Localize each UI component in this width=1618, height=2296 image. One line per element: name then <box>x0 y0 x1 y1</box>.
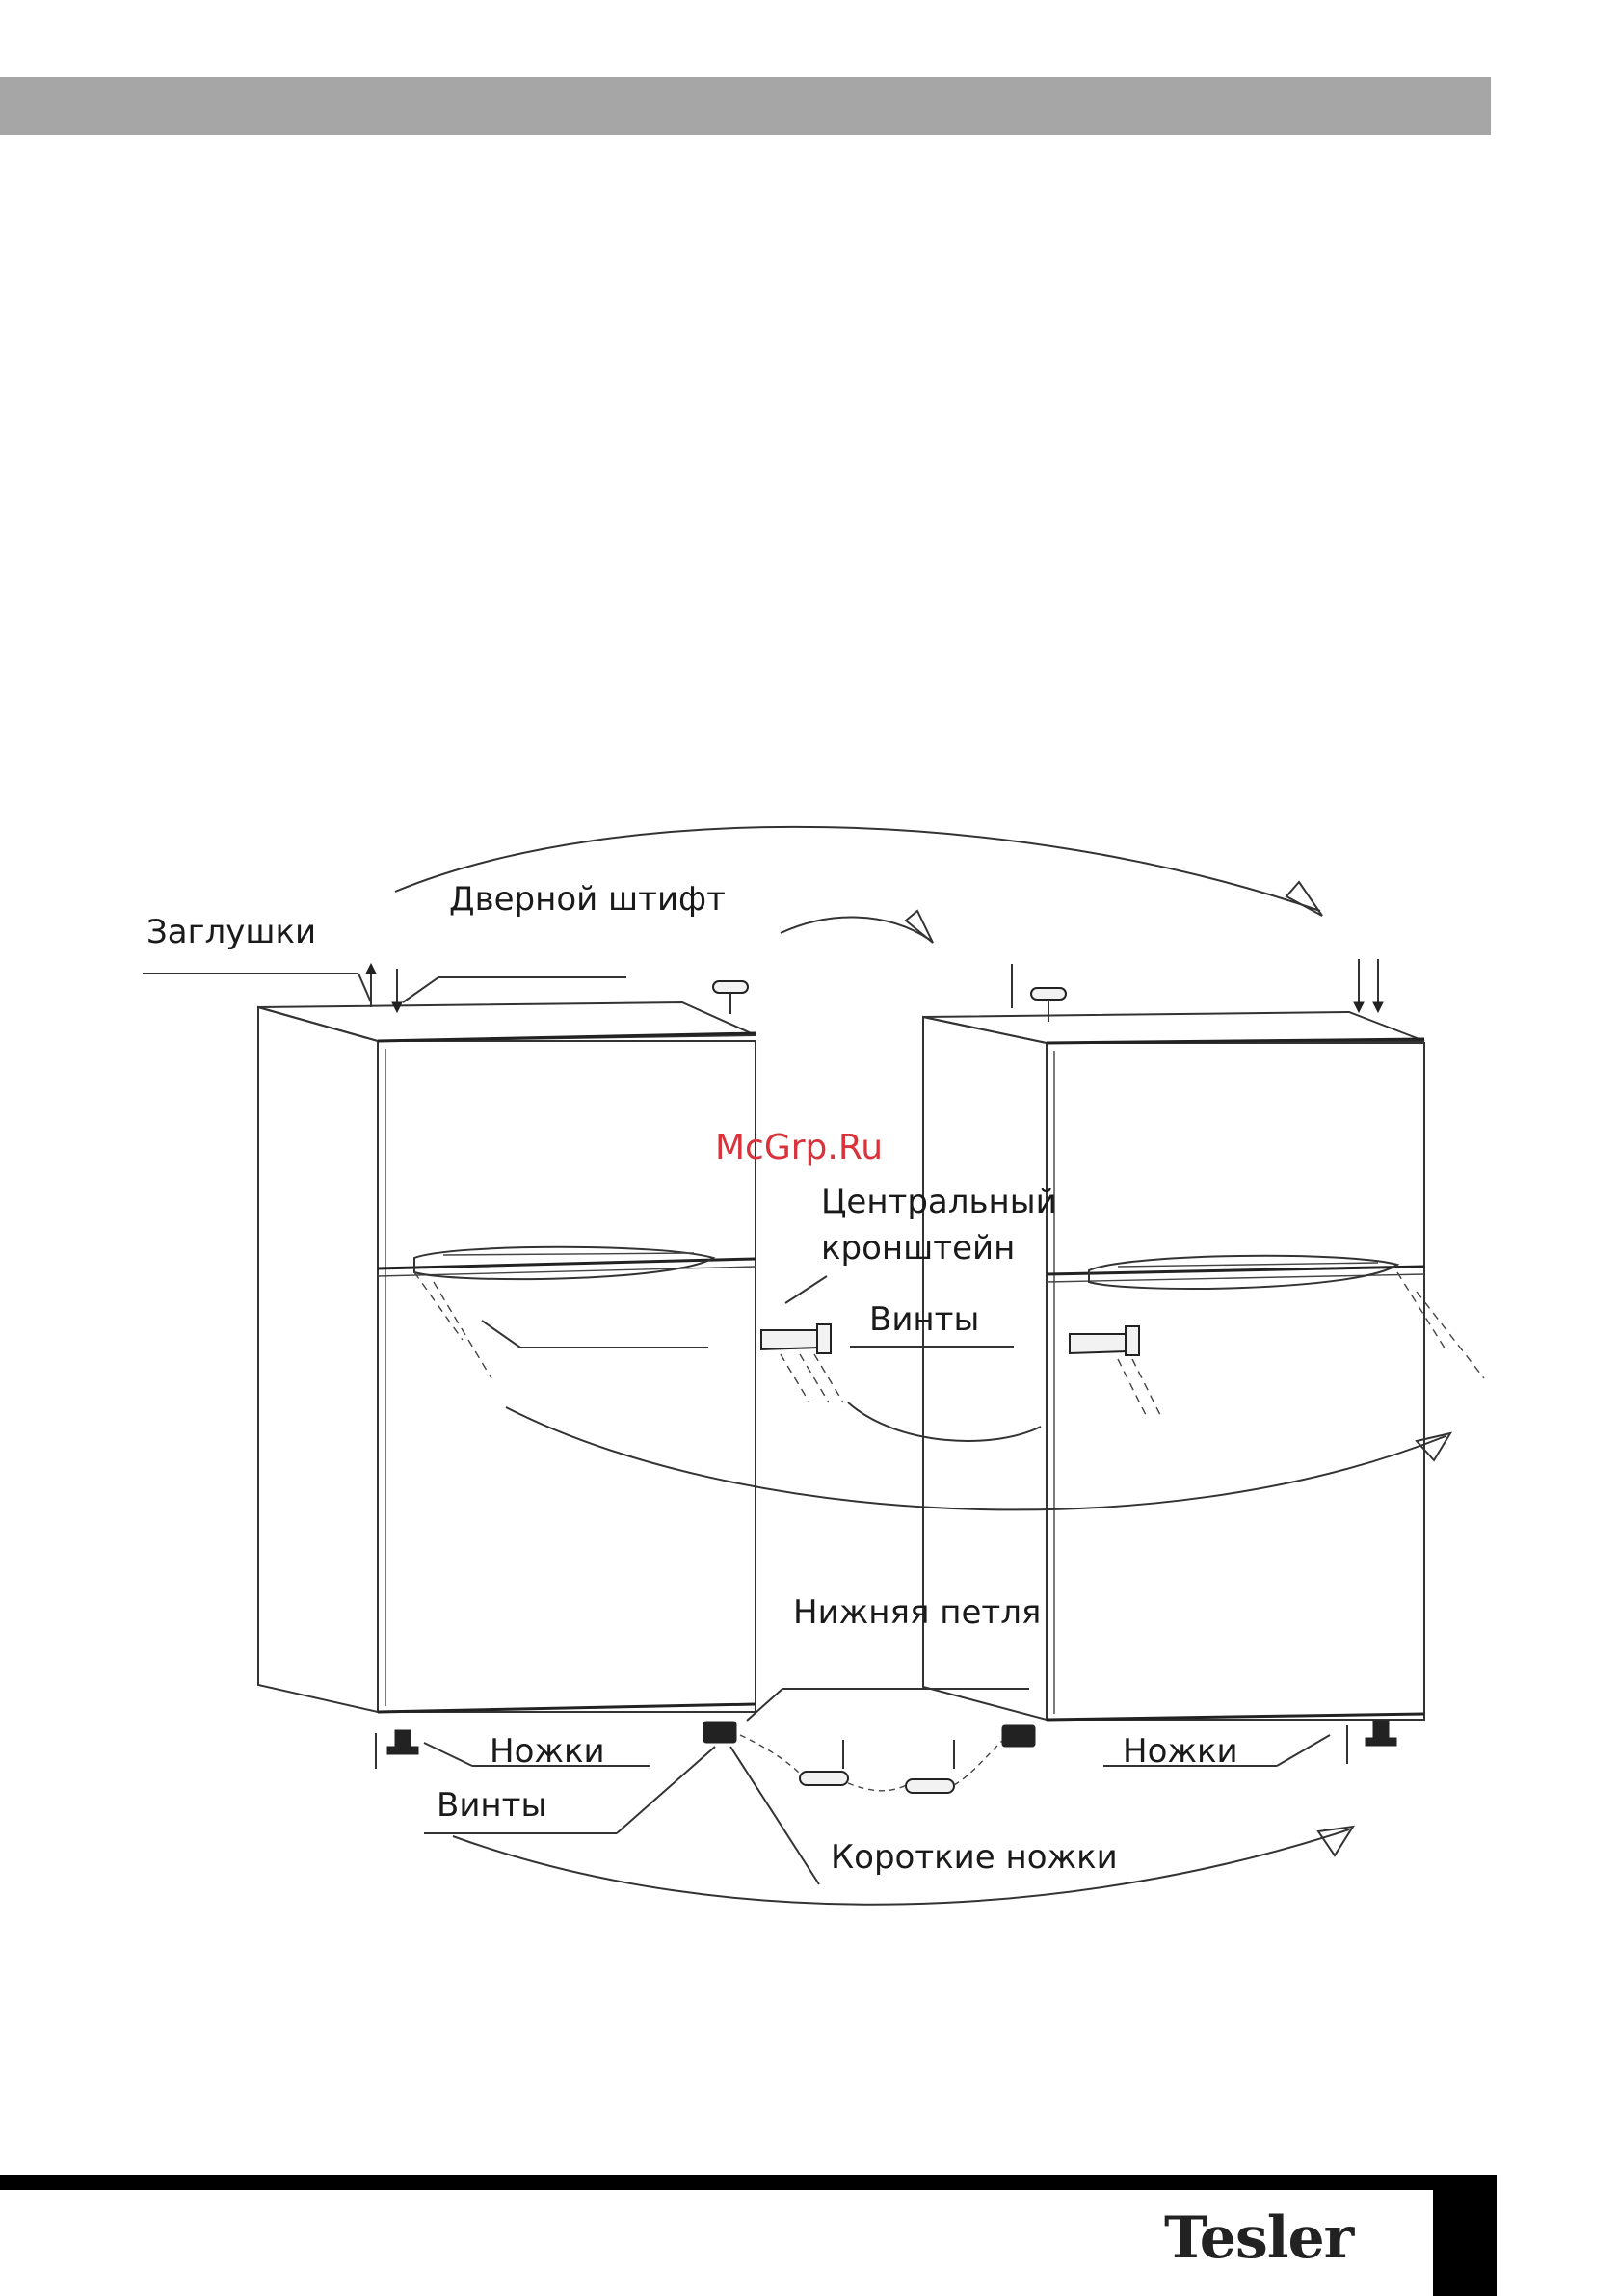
screws-middle-label: Винты <box>869 1300 979 1339</box>
watermark: McGrp.Ru <box>715 1128 883 1167</box>
door-pin-label: Дверной штифт <box>449 880 726 919</box>
central-bracket-label-line2: кронштейн <box>821 1229 1015 1268</box>
legs-left-label: Ножки <box>490 1732 605 1771</box>
screws-bottom-label: Винты <box>437 1786 546 1825</box>
short-legs-label: Короткие ножки <box>831 1838 1118 1877</box>
left-refrigerator <box>258 1002 756 1712</box>
footer-corner-block <box>1433 2175 1497 2296</box>
hardware-parts <box>366 959 1484 1793</box>
tesler-logo: Tesler <box>1164 2200 1395 2277</box>
bottom-hinge-label: Нижняя петля <box>793 1593 1041 1632</box>
plugs-label: Заглушки <box>146 913 316 951</box>
central-bracket-label-line1: Центральный <box>821 1183 1057 1221</box>
legs-right-label: Ножки <box>1123 1732 1238 1771</box>
footer-bar <box>0 2175 1497 2190</box>
